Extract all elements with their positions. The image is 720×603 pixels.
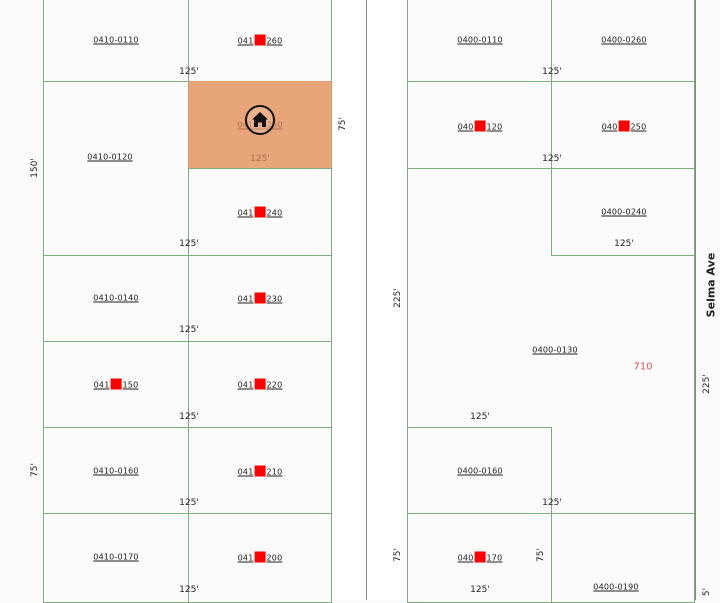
parcel-label-prefix: 041 xyxy=(237,467,254,477)
dimension-label: 225' xyxy=(702,374,712,394)
parcel-label-0400-0110: 0400-0110 xyxy=(457,35,503,45)
dimension-label: 125' xyxy=(542,67,562,77)
parcel-label-0400-0190: 0400-0190 xyxy=(593,582,639,592)
parcel-label-0400-0160: 0400-0160 xyxy=(457,466,503,476)
dimension-label: 125' xyxy=(179,412,199,422)
dimension-label: 125' xyxy=(470,585,490,595)
parcel-label-0400-0120: 040 120 xyxy=(457,120,503,132)
dimension-label: 125' xyxy=(542,498,562,508)
parcel-0410-0120[interactable] xyxy=(43,81,189,256)
dimension-label: 125' xyxy=(179,67,199,77)
parcel-label-0410-0200: 041 200 xyxy=(237,551,283,563)
dimension-label: 75' xyxy=(536,548,546,562)
parcel-label-0410-0240: 041 240 xyxy=(237,206,283,218)
parcel-label-prefix: 041 xyxy=(237,380,254,390)
parcel-label-suffix: 260 xyxy=(266,36,283,46)
parcel-label-0400-0250: 040 250 xyxy=(601,120,647,132)
parcel-label-suffix: 120 xyxy=(486,122,503,132)
dimension-label: 75' xyxy=(338,117,348,131)
parcel-marker xyxy=(254,206,266,218)
dimension-label: 125' xyxy=(179,239,199,249)
parcel-label-prefix: 041 xyxy=(237,553,254,563)
parcel-marker xyxy=(254,378,266,390)
home-icon xyxy=(252,112,268,127)
dimension-label: 125' xyxy=(179,498,199,508)
parcel-label-suffix: 210 xyxy=(266,467,283,477)
dimension-label: 125' xyxy=(179,585,199,595)
dimension-label: 125' xyxy=(470,412,490,422)
dimension-label: 150' xyxy=(30,158,40,178)
parcel-label-0400-0170: 040 170 xyxy=(457,551,503,563)
road-center xyxy=(332,0,407,600)
dimension-label: 125' xyxy=(614,239,634,249)
parcel-label-0410-0140: 0410-0140 xyxy=(93,293,139,303)
dimension-label: 225' xyxy=(393,288,403,308)
dimension-label: 75' xyxy=(30,463,40,477)
parcel-label-0410-0110: 0410-0110 xyxy=(93,35,139,45)
home-marker[interactable] xyxy=(245,105,275,135)
dimension-label: 125' xyxy=(542,154,562,164)
parcel-marker xyxy=(254,292,266,304)
parcel-label-0410-0160: 0410-0160 xyxy=(93,466,139,476)
dimension-label: 125' xyxy=(179,325,199,335)
parcel-label-suffix: 150 xyxy=(122,380,139,390)
parcel-label-prefix: 041 xyxy=(93,380,110,390)
parcel-marker xyxy=(254,34,266,46)
parcel-label-0410-0120: 0410-0120 xyxy=(87,152,133,162)
parcel-label-0410-0170: 0410-0170 xyxy=(93,552,139,562)
parcel-label-suffix: 230 xyxy=(266,294,283,304)
parcel-label-prefix: 040 xyxy=(601,122,618,132)
parcel-label-0400-0130: 0400-0130 xyxy=(532,345,578,355)
parcel-label-prefix: 041 xyxy=(237,294,254,304)
street-name-label: Selma Ave xyxy=(704,252,718,318)
parcel-label-prefix: 041 xyxy=(237,208,254,218)
parcel-0400-0160[interactable] xyxy=(407,427,552,514)
parcel-label-0400-0240: 0400-0240 xyxy=(601,207,647,217)
parcel-marker xyxy=(474,551,486,563)
parcel-marker xyxy=(254,551,266,563)
parcel-label-0410-0150: 041 150 xyxy=(93,378,139,390)
parcel-label-0400-0260: 0400-0260 xyxy=(601,35,647,45)
road-edge-left xyxy=(366,0,367,600)
parcel-label-suffix: 240 xyxy=(266,208,283,218)
parcel-label-suffix: 170 xyxy=(486,553,503,563)
parcel-label-0410-0220: 041 220 xyxy=(237,378,283,390)
parcel-marker xyxy=(474,120,486,132)
parcel-label-0410-0210: 041 210 xyxy=(237,465,283,477)
parcel-marker xyxy=(618,120,630,132)
parcel-label-suffix: 250 xyxy=(630,122,647,132)
parcel-label-suffix: 200 xyxy=(266,553,283,563)
dimension-label: 125' xyxy=(250,154,270,164)
parcel-marker xyxy=(254,465,266,477)
parcel-label-prefix: 040 xyxy=(457,553,474,563)
parcel-label-prefix: 041 xyxy=(237,36,254,46)
dimension-label: 5' xyxy=(702,587,712,597)
dimension-label: 75' xyxy=(393,548,403,562)
parcel-label-0410-0230: 041 230 xyxy=(237,292,283,304)
road-edge-right xyxy=(695,0,696,600)
parcel-0400-0240[interactable] xyxy=(551,168,695,256)
parcel-marker xyxy=(110,378,122,390)
address-number-label: 710 xyxy=(633,361,653,373)
parcel-label-prefix: 040 xyxy=(457,122,474,132)
parcel-label-0410-0260: 041 260 xyxy=(237,34,283,46)
parcel-label-suffix: 220 xyxy=(266,380,283,390)
